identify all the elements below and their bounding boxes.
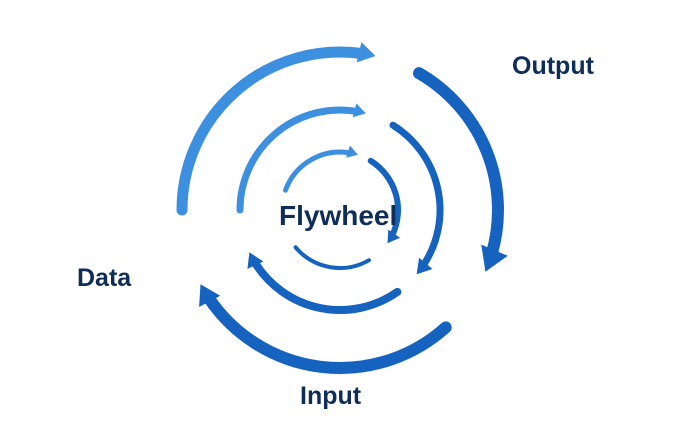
inner-right-arrowhead-icon bbox=[387, 229, 401, 244]
middle-top-arrowhead-icon bbox=[352, 103, 366, 118]
outer-top-arrowhead-icon bbox=[356, 42, 376, 63]
center-label: Flywheel bbox=[279, 200, 398, 231]
inner-bottom-arc bbox=[293, 245, 371, 270]
outer-bottom-arc bbox=[203, 292, 452, 374]
middle-right-arrowhead-icon bbox=[416, 257, 433, 275]
inner-right-arc bbox=[367, 157, 401, 238]
inner-top-arc bbox=[283, 149, 352, 193]
middle-right-arc bbox=[389, 121, 444, 269]
outer-top-arc bbox=[176, 46, 367, 216]
middle-bottom-arrowhead-icon bbox=[247, 252, 264, 269]
output-label: Output bbox=[512, 52, 594, 80]
data-label: Data bbox=[77, 264, 132, 292]
middle-top-arc bbox=[236, 106, 360, 214]
input-label: Input bbox=[300, 382, 362, 410]
outer-bottom-arrowhead-icon bbox=[199, 284, 221, 307]
outer-right-arrowhead-icon bbox=[481, 244, 508, 272]
inner-top-arrowhead-icon bbox=[346, 145, 358, 158]
outer-right-arc bbox=[413, 67, 504, 260]
middle-bottom-arc bbox=[251, 258, 402, 314]
